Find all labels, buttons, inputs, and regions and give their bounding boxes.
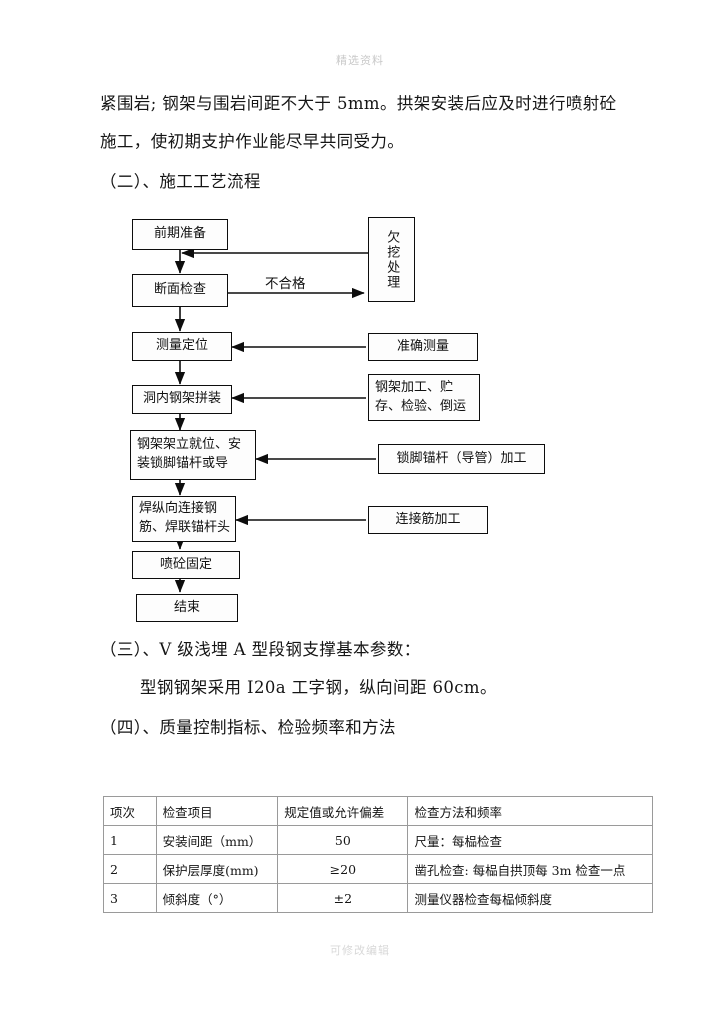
table-header-value: 规定值或允许偏差 [277, 796, 409, 826]
body-paragraph-line1: 紧围岩; 钢架与围岩间距不大于 5mm。拱架安装后应及时进行喷射砼 [100, 94, 617, 113]
flow-node-steel-processing: 钢架加工、贮存、检验、倒运 [368, 374, 480, 421]
table-cell-index: 1 [103, 825, 157, 855]
table-row: 1 安装间距（mm） 50 尺量：每榀检查 [103, 825, 653, 855]
flow-node-shotcrete-fixing: 喷砼固定 [132, 551, 240, 579]
table-cell-item: 安装间距（mm） [155, 825, 279, 855]
section-heading-four: （四）、质量控制指标、检验频率和方法 [100, 718, 396, 737]
section-three-body-text: 型钢钢架采用 I20a 工字钢，纵向间距 60cm。 [140, 678, 497, 697]
body-paragraph-line2: 施工，使初期支护作业能尽早共同受力。 [100, 132, 405, 151]
flow-node-accurate-survey: 准确测量 [368, 333, 478, 361]
watermark-bottom: 可修改编辑 [330, 944, 390, 957]
section-heading-three: （三）、V 级浅埋 A 型段钢支撑基本参数： [100, 640, 421, 659]
table-header-index: 项次 [103, 796, 157, 826]
table-cell-item: 倾斜度（°） [155, 883, 279, 913]
table-row: 2 保护层厚度(mm) ≥20 凿孔检查: 每榀自拱顶每 3m 检查一点 [103, 854, 653, 884]
flow-node-lock-anchor-processing: 锁脚锚杆（导管）加工 [378, 444, 545, 474]
table-cell-method: 尺量：每榀检查 [407, 825, 653, 855]
flow-node-prep: 前期准备 [132, 219, 228, 250]
flow-node-survey-positioning: 测量定位 [132, 332, 232, 361]
table-cell-method: 测量仪器检查每榀倾斜度 [407, 883, 653, 913]
table-row: 3 倾斜度（°） ±2 测量仪器检查每榀倾斜度 [103, 883, 653, 913]
table-cell-method: 凿孔检查: 每榀自拱顶每 3m 检查一点 [407, 854, 653, 884]
flow-node-underbreak-treatment: 欠挖处理 [368, 217, 415, 302]
table-header-row: 项次 检查项目 规定值或允许偏差 检查方法和频率 [103, 796, 653, 826]
table-header-method: 检查方法和频率 [407, 796, 653, 826]
watermark-top: 精选资料 [336, 54, 384, 67]
table-cell-value: 50 [277, 825, 409, 855]
table-cell-index: 3 [103, 883, 157, 913]
table-cell-item: 保护层厚度(mm) [155, 854, 279, 884]
flow-node-end: 结束 [136, 594, 238, 622]
table-header-item: 检查项目 [155, 796, 279, 826]
flow-node-weld-longitudinal-rebar: 焊纵向连接钢筋、焊联锚杆头 [132, 496, 236, 542]
flow-edge-label-unqualified: 不合格 [265, 276, 306, 292]
table-cell-value: ±2 [277, 883, 409, 913]
table-cell-value: ≥20 [277, 854, 409, 884]
flow-node-tunnel-steel-assembly: 洞内钢架拼装 [132, 385, 232, 414]
section-heading-two: （二）、施工工艺流程 [100, 172, 261, 191]
table-cell-index: 2 [103, 854, 157, 884]
quality-control-table: 项次 检查项目 规定值或允许偏差 检查方法和频率 1 安装间距（mm） 50 尺… [103, 796, 653, 913]
flow-node-connecting-rebar-processing: 连接筋加工 [368, 506, 488, 534]
flow-node-section-check: 断面检查 [132, 274, 228, 307]
flow-node-erect-and-anchor: 钢架架立就位、安装锁脚锚杆或导 [130, 430, 256, 480]
